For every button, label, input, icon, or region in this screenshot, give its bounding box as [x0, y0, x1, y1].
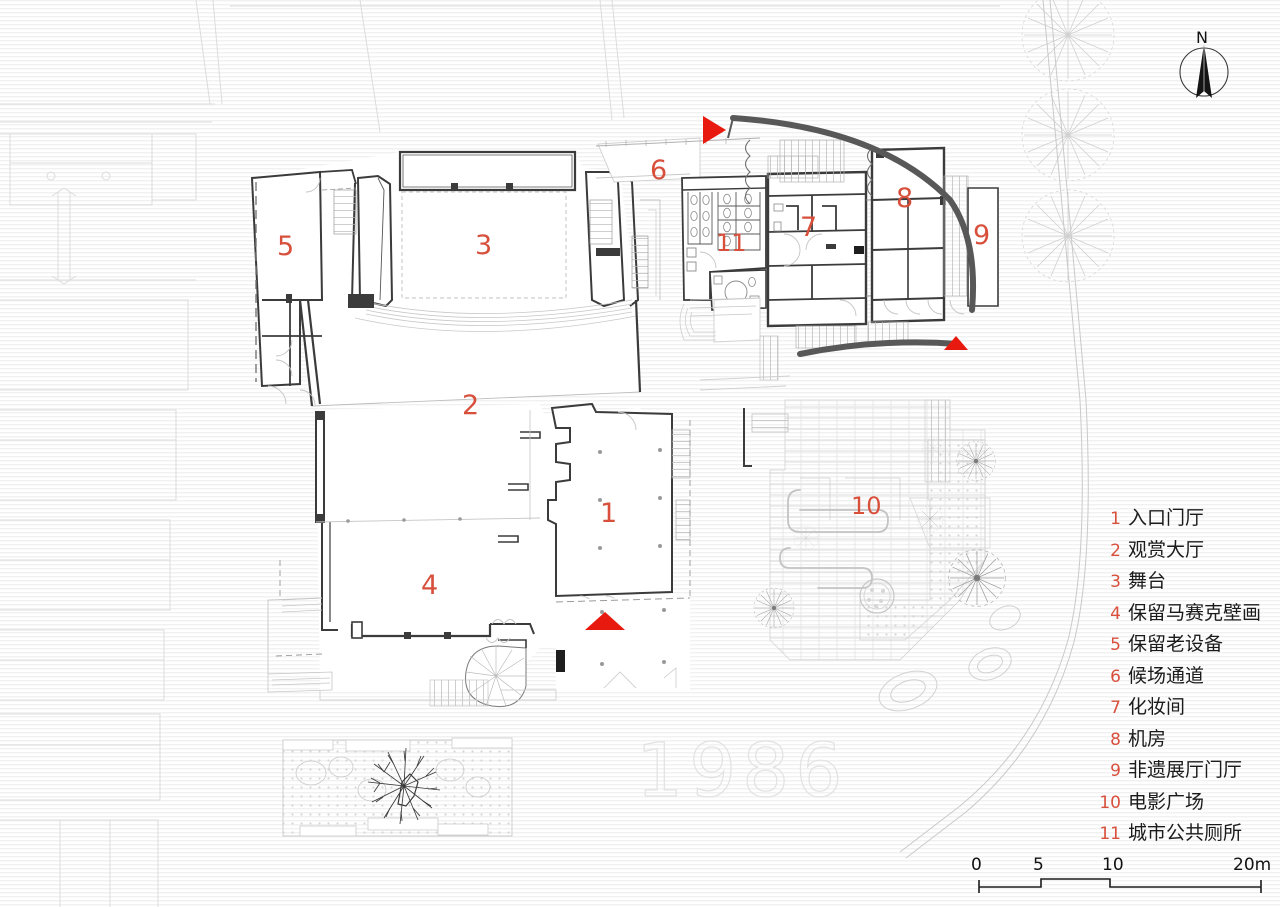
- legend-number: 4: [1110, 603, 1121, 624]
- scale-tick-label: 10: [1102, 855, 1124, 875]
- legend-label: 观赏大厅: [1128, 538, 1205, 561]
- service-block: [679, 115, 999, 467]
- legend-label: 入口门厅: [1128, 507, 1205, 529]
- legend-row: 9 非遗展厅门厅: [1095, 755, 1270, 787]
- legend-label: 候场通道: [1128, 664, 1205, 687]
- legend-row: 6 候场通道: [1095, 661, 1270, 693]
- plan-number-10: 10: [851, 492, 882, 520]
- north-arrow: N: [1178, 28, 1230, 110]
- legend-number: 2: [1110, 540, 1121, 561]
- plan-number-7: 7: [800, 212, 818, 243]
- legend-label: 保留马赛克壁画: [1128, 601, 1262, 624]
- legend-number: 11: [1099, 824, 1121, 844]
- legend-label: 城市公共厕所: [1128, 822, 1243, 844]
- legend-label: 舞台: [1128, 570, 1167, 592]
- plan-number-9: 9: [973, 220, 991, 251]
- plan-number-6: 6: [650, 155, 668, 186]
- corridor-6: [595, 137, 761, 183]
- scale-tick-label: 5: [1033, 855, 1044, 875]
- legend-row: 3 舞台: [1095, 566, 1270, 598]
- entry-arrow-marker: [585, 116, 968, 630]
- auditorium-block: [250, 150, 661, 407]
- round-planter: [859, 578, 895, 614]
- plan-number-3: 3: [475, 230, 493, 261]
- legend-row: 1 入口门厅: [1095, 503, 1270, 535]
- legend-number: 10: [1099, 792, 1121, 813]
- legend-row: 8 机房: [1095, 724, 1270, 756]
- legend-number: 9: [1110, 761, 1121, 781]
- legend-label: 电影广场: [1128, 790, 1205, 813]
- legend-row: 4 保留马赛克壁画: [1095, 598, 1270, 630]
- scale-tick-label: 0: [971, 855, 982, 875]
- scale-bar: 0 5 10 20m: [971, 855, 1271, 900]
- legend-row: 11 城市公共厕所: [1095, 818, 1270, 850]
- year-graphic: 1986: [635, 727, 849, 814]
- legend-number: 5: [1110, 635, 1121, 655]
- legend-number: 8: [1110, 729, 1121, 750]
- plaza-tree-icon: [753, 436, 1006, 629]
- curved-canopy-top: [730, 115, 977, 313]
- legend-row: 10 电影广场: [1095, 787, 1270, 819]
- legend-row: 7 化妆间: [1095, 692, 1270, 724]
- north-label: N: [1196, 28, 1208, 47]
- legend-label: 非遗展厅门厅: [1128, 759, 1243, 781]
- garden-bed: [282, 737, 513, 837]
- plan-number-2: 2: [462, 390, 480, 421]
- legend-label: 化妆间: [1128, 696, 1186, 718]
- site-boundary: [899, 0, 1089, 859]
- plan-number-8: 8: [896, 183, 914, 214]
- curved-canopy-bottom: [797, 339, 961, 357]
- plan-number-5: 5: [277, 231, 295, 262]
- scale-tick-label: 20m: [1233, 855, 1272, 875]
- large-tree-icon: [367, 747, 441, 825]
- legend-label: 保留老设备: [1128, 633, 1224, 655]
- context-tree-icon: [1021, 0, 1115, 283]
- legend-number: 3: [1110, 572, 1121, 592]
- legend: 1 入口门厅 2 观赏大厅 3 舞台 4 保留马赛克壁画 5 保留老设备 6 候场通道 7 化妆间 8 机房 9…: [1095, 503, 1270, 850]
- cinema-plaza: [769, 399, 991, 661]
- legend-number: 1: [1110, 509, 1121, 529]
- plan-number-4: 4: [421, 570, 439, 601]
- legend-row: 5 保留老设备: [1095, 629, 1270, 661]
- legend-number: 6: [1110, 666, 1121, 687]
- entrance-block: [267, 402, 691, 708]
- legend-row: 2 观赏大厅: [1095, 535, 1270, 567]
- plan-number-1: 1: [600, 498, 618, 529]
- legend-number: 7: [1110, 698, 1121, 718]
- plan-number-11: 11: [716, 229, 747, 257]
- ellipse-planter: [878, 605, 1021, 712]
- legend-label: 机房: [1128, 727, 1167, 750]
